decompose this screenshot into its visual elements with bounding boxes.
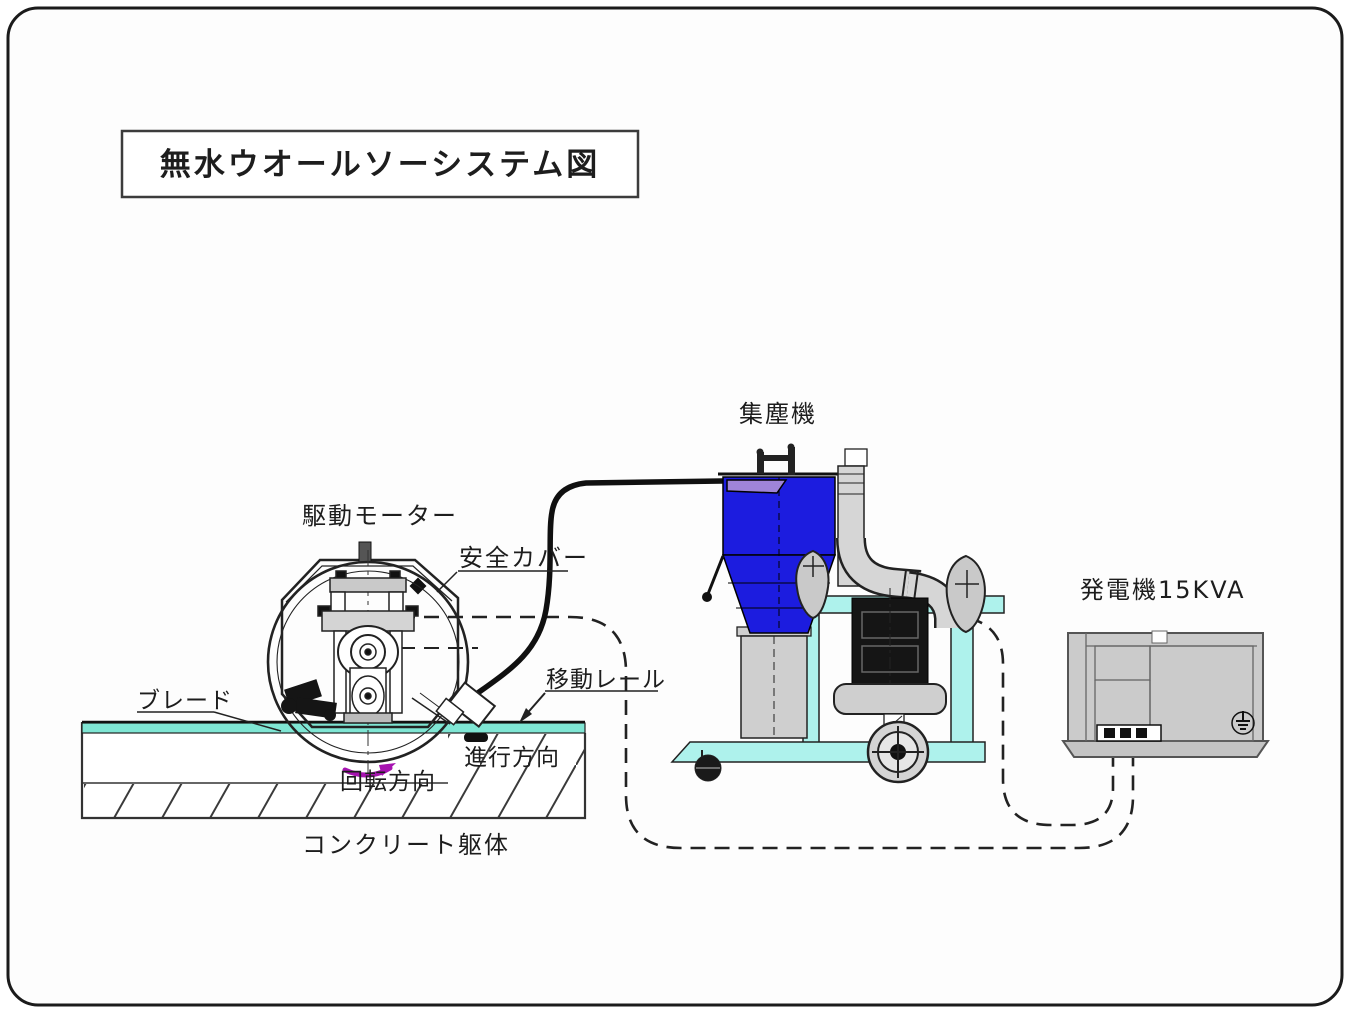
hardware-cluster xyxy=(281,679,337,721)
hopper xyxy=(721,476,837,634)
power-cables xyxy=(400,615,1135,850)
slab-hatch-right xyxy=(448,734,584,784)
page-title: 無水ウオールソーシステム図 xyxy=(160,147,600,183)
label-rotation-direction: 回転方向 xyxy=(340,769,436,795)
label-concrete-body: コンクリート躯体 xyxy=(302,831,510,859)
title-box: 無水ウオールソーシステム図 xyxy=(120,129,640,199)
dust-collector xyxy=(670,443,1005,784)
outlet-panel xyxy=(1096,724,1162,742)
drive-motor-assembly xyxy=(317,570,419,724)
fan-unit xyxy=(945,554,986,634)
cable-generator-to-saw xyxy=(400,615,1135,850)
label-safety-cover: 安全カバー xyxy=(459,544,589,572)
label-moving-rail: 移動レール xyxy=(546,667,666,693)
cable-generator-to-collector xyxy=(967,616,1115,827)
rotation-arrow xyxy=(342,763,396,778)
label-drive-motor: 駆動モーター xyxy=(302,502,458,530)
exhaust-duct xyxy=(836,448,962,628)
generator-body xyxy=(1067,632,1264,742)
cover-top-stub xyxy=(358,541,372,563)
generator-cap xyxy=(1151,630,1168,644)
vacuum-hose xyxy=(465,478,725,703)
generator-base xyxy=(1061,740,1270,758)
collector-wheel xyxy=(866,720,930,784)
hopper-window xyxy=(726,479,788,494)
travel-direction-marker xyxy=(464,733,488,742)
label-blade: ブレード xyxy=(137,688,233,714)
concrete-slab xyxy=(80,720,587,820)
lid-fittings xyxy=(756,443,795,475)
label-dust-collector: 集塵機 xyxy=(739,400,817,428)
label-generator: 発電機15KVA xyxy=(1080,576,1246,604)
slab-hatch-band xyxy=(84,784,584,817)
labels: 駆動モーター 安全カバー ブレード 移動レール 進行方向 回転方向 コンクリート… xyxy=(137,400,1246,859)
grab-handle xyxy=(795,549,830,620)
label-travel-direction: 進行方向 xyxy=(464,745,560,771)
ground-terminal-icon xyxy=(1231,711,1255,735)
generator xyxy=(1061,630,1270,758)
damper-lever xyxy=(706,555,725,595)
wall-saw-machine xyxy=(266,541,497,778)
vacuum-port xyxy=(435,681,497,728)
caster-wheel xyxy=(694,750,722,782)
title-border xyxy=(120,129,640,199)
